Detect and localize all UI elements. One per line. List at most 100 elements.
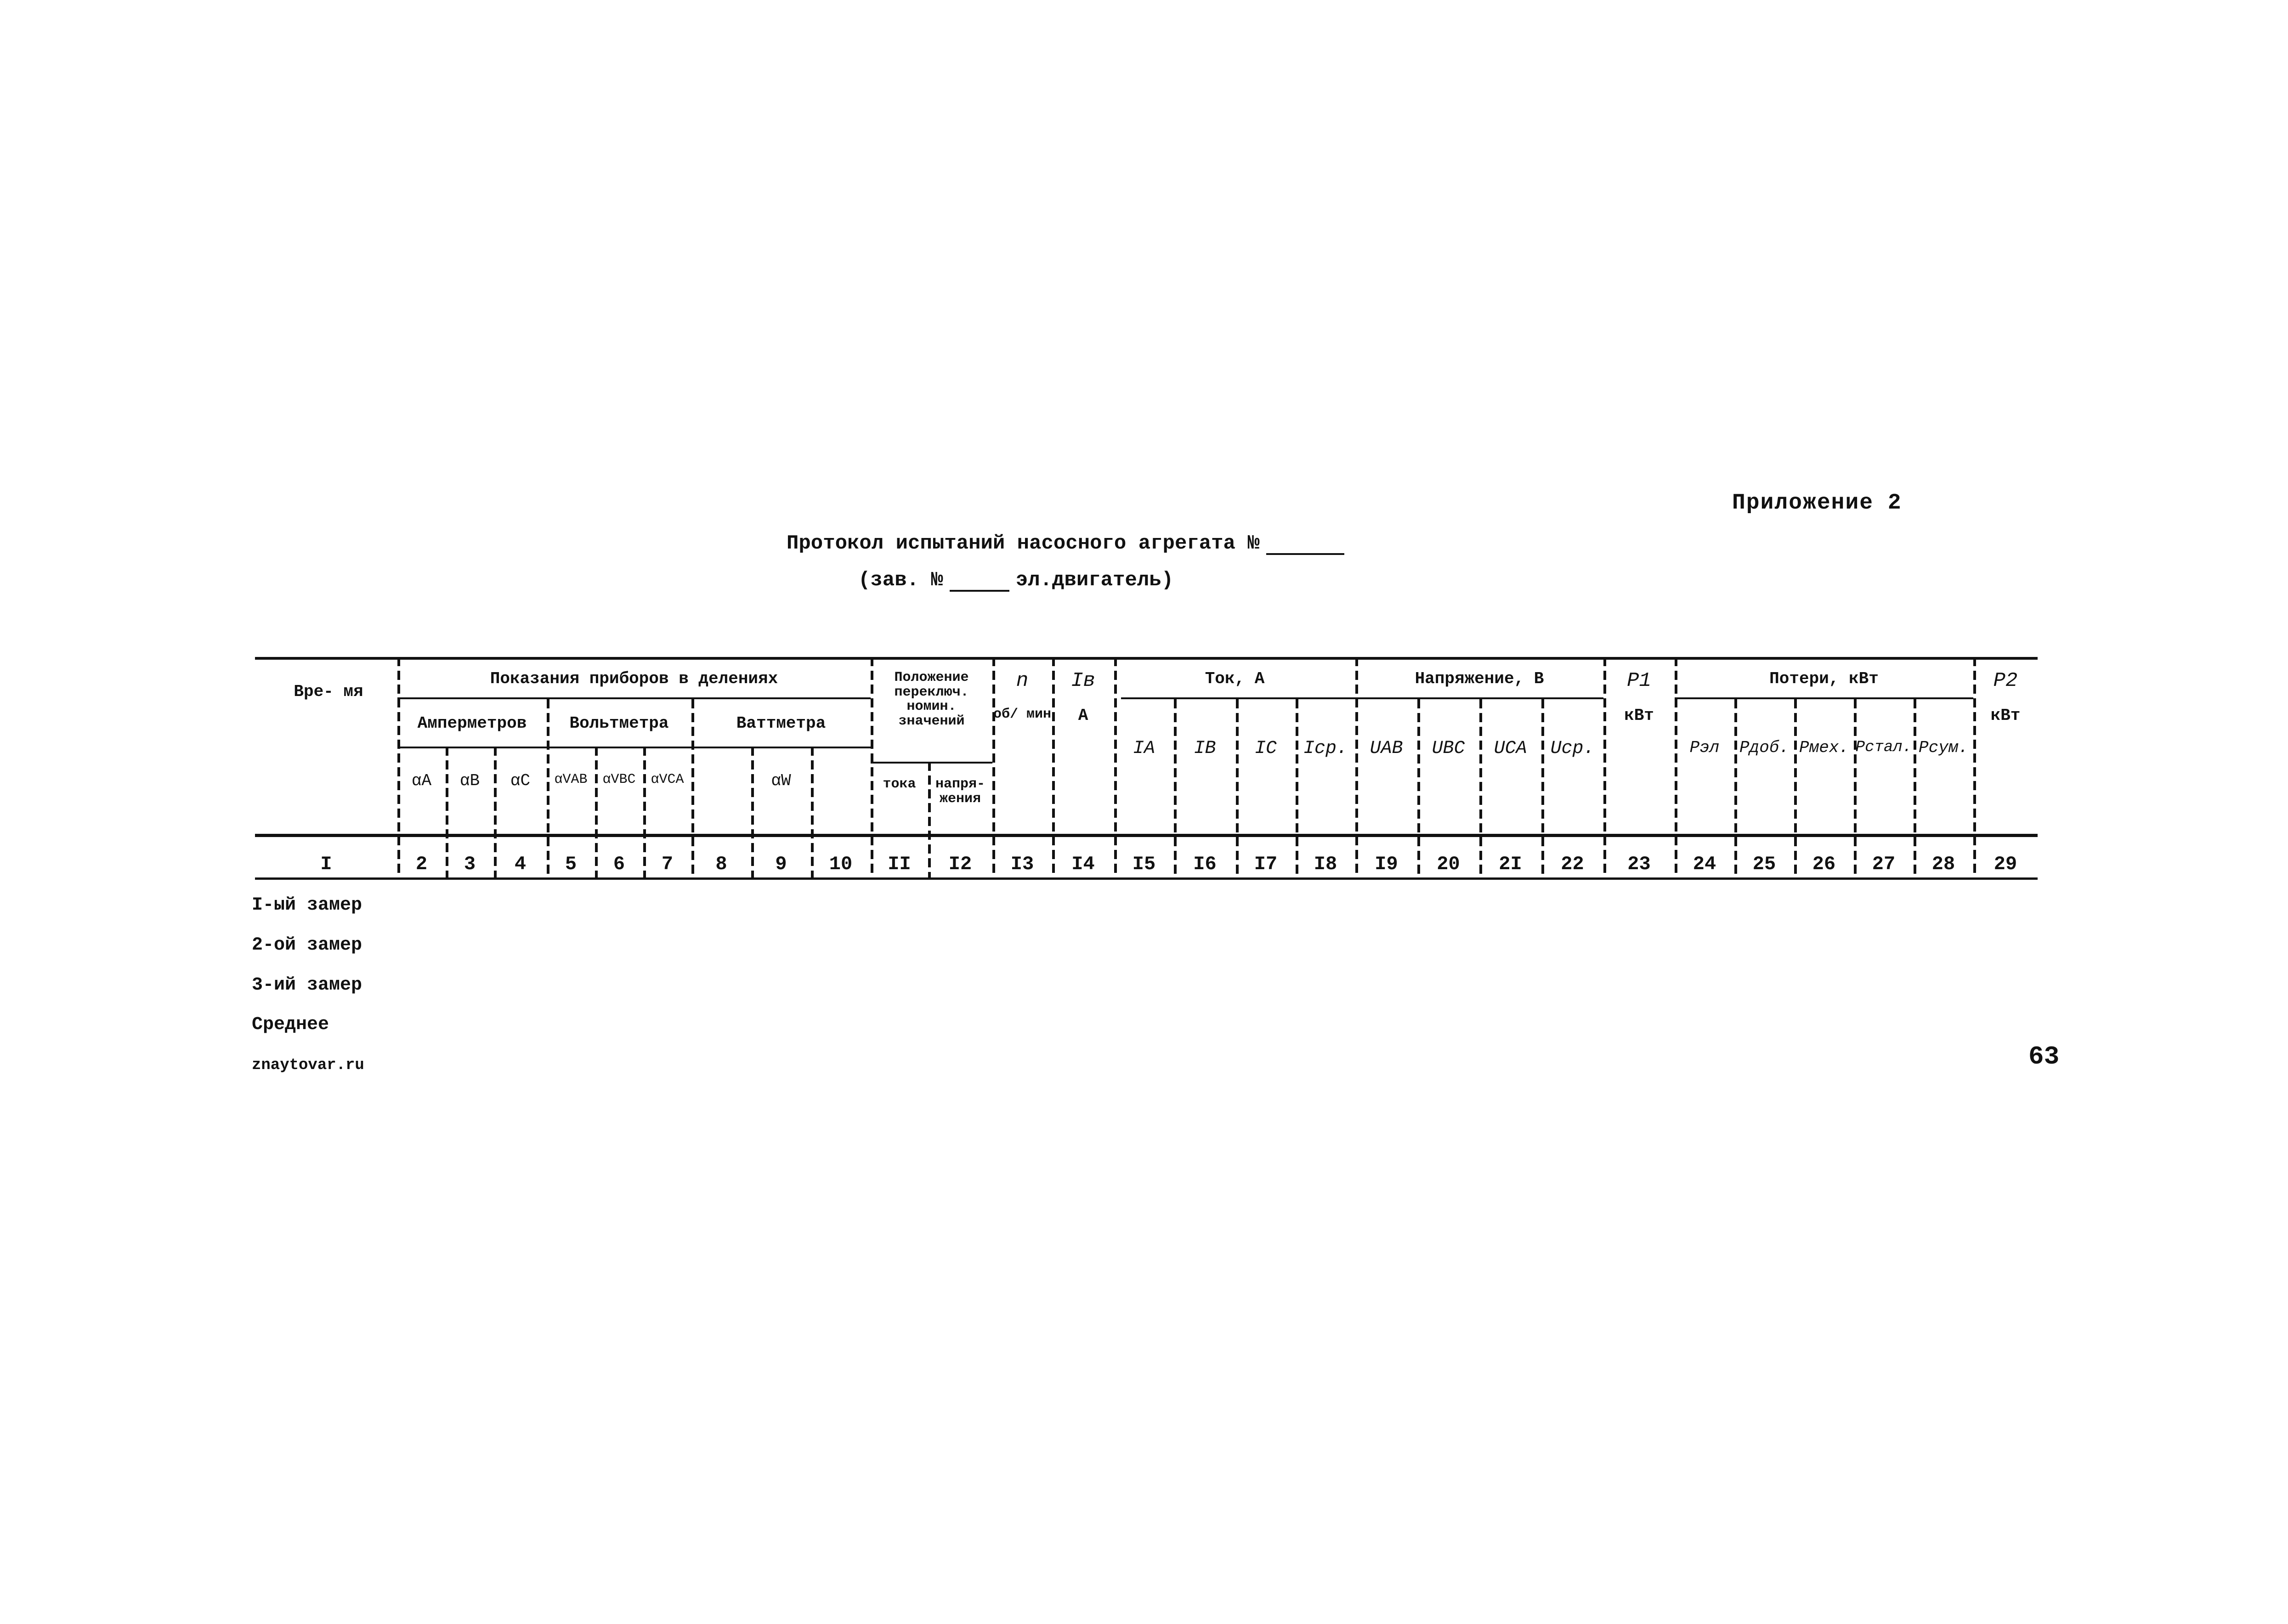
alpha-vca: αVCA [651, 772, 684, 787]
appendix-label: Приложение 2 [1732, 491, 1902, 515]
col-number: 10 [829, 853, 853, 875]
col-sep [1914, 699, 1916, 877]
ib: IB [1194, 738, 1216, 759]
alpha-vab: αVAB [554, 772, 588, 787]
col-sep [1734, 699, 1737, 877]
col-number: 5 [565, 853, 577, 875]
p2-label: P2 [1993, 669, 2018, 692]
col-number: 2 [415, 853, 428, 875]
col-number: 9 [775, 853, 787, 875]
group-rule [1121, 697, 1603, 699]
alpha-vbc: αVBC [602, 772, 636, 787]
col-sep [1296, 699, 1298, 877]
col-sep [811, 747, 814, 877]
col-number: I6 [1193, 853, 1217, 875]
col-number: 28 [1931, 853, 1955, 875]
p-mex: Pмех. [1799, 738, 1849, 757]
subtitle-suffix: эл.двигатель) [1015, 569, 1174, 592]
col-number: 26 [1812, 853, 1836, 875]
p1-label: P1 [1627, 669, 1651, 692]
col-number: 3 [464, 853, 476, 875]
uab: UAB [1370, 738, 1403, 759]
voltmeters-header: Вольтметра [569, 714, 669, 733]
ammeters-header: Амперметров [417, 714, 527, 733]
col-number: I7 [1254, 853, 1278, 875]
alpha-a: αA [411, 771, 432, 790]
col-sep [1854, 699, 1857, 877]
alpha-b: αB [459, 771, 480, 790]
col-sep [446, 747, 448, 877]
col-sep [494, 747, 497, 877]
p-dob: Pдоб. [1739, 738, 1790, 757]
title-text: Протокол испытаний насосного агрегата № [787, 532, 1260, 555]
ia: IA [1133, 738, 1155, 759]
col-sep [928, 762, 931, 877]
uca: UCA [1494, 738, 1527, 759]
subtitle-prefix: (зав. № [858, 569, 943, 592]
col-sep [1973, 657, 1976, 877]
numbers-bottom-rule [255, 877, 2038, 880]
col-number: 29 [1994, 853, 2017, 875]
col-number: I5 [1132, 853, 1156, 875]
ucp: Uср. [1550, 738, 1595, 759]
position-header: Положение переключ. номин. значений [894, 670, 969, 729]
n-label: n [1016, 669, 1029, 692]
col-number: 22 [1561, 853, 1584, 875]
p-sum: Pсум. [1918, 738, 1969, 757]
col-number: I9 [1375, 853, 1398, 875]
col-sep [1541, 699, 1544, 877]
alpha-c: αC [510, 771, 531, 790]
group-current-header: Ток, А [1205, 669, 1265, 688]
col-number: 4 [514, 853, 527, 875]
position-voltage: напря- жения [935, 776, 985, 807]
p2-unit: кВт [1990, 706, 2021, 725]
col-sep [1052, 657, 1055, 877]
col-number: 27 [1872, 853, 1896, 875]
p1-unit: кВт [1624, 706, 1654, 725]
col-number: 20 [1437, 853, 1460, 875]
protocol-subtitle: (зав. № эл.двигатель) [858, 569, 1173, 592]
col-sep [1236, 699, 1239, 877]
table-top-rule [255, 657, 2038, 660]
ubc: UBC [1432, 738, 1465, 759]
col-sep [1603, 657, 1606, 877]
col-number: 2I [1499, 853, 1522, 875]
col-sep [871, 657, 873, 877]
n-unit: об/ мин [993, 707, 1052, 722]
col-sep [643, 747, 646, 877]
header-bottom-rule [255, 834, 2038, 837]
col-sep [1355, 657, 1358, 877]
alpha-w: αW [771, 771, 791, 790]
subgroup-rule [397, 747, 871, 748]
icp: Iср. [1303, 738, 1348, 759]
site-watermark: znaytovar.ru [252, 1057, 364, 1074]
subtitle-blank-line [949, 590, 1009, 592]
col-number: 8 [715, 853, 727, 875]
col-number: 25 [1752, 853, 1776, 875]
group-rule [1675, 697, 1973, 699]
col-time-header: Вре- мя [294, 682, 363, 701]
col-number: 6 [613, 853, 625, 875]
group-instruments-header: Показания приборов в делениях [490, 669, 778, 688]
col-sep [1114, 657, 1117, 877]
row-label-measurement-2: 2-ой замер [252, 935, 362, 956]
protocol-title: Протокол испытаний насосного агрегата № [787, 532, 1344, 555]
col-sep [1794, 699, 1797, 877]
p-el: Pэл [1689, 738, 1720, 757]
col-number: 23 [1627, 853, 1651, 875]
row-label-average: Среднее [252, 1014, 329, 1035]
ie-unit: А [1078, 706, 1088, 725]
group-rule [397, 697, 871, 699]
ic: IC [1254, 738, 1277, 759]
p-stal: Pстал. [1855, 739, 1912, 756]
col-number: 7 [661, 853, 674, 875]
col-number: I [320, 853, 332, 875]
title-blank-line [1266, 553, 1344, 555]
row-label-measurement-1: I-ый замер [252, 895, 362, 916]
col-sep [595, 747, 598, 877]
row-label-measurement-3: 3-ий замер [252, 975, 362, 996]
col-number: 24 [1693, 853, 1716, 875]
group-losses-header: Потери, кВт [1769, 669, 1879, 688]
wattmeter-header: Ваттметра [736, 714, 826, 733]
col-sep [547, 699, 549, 877]
